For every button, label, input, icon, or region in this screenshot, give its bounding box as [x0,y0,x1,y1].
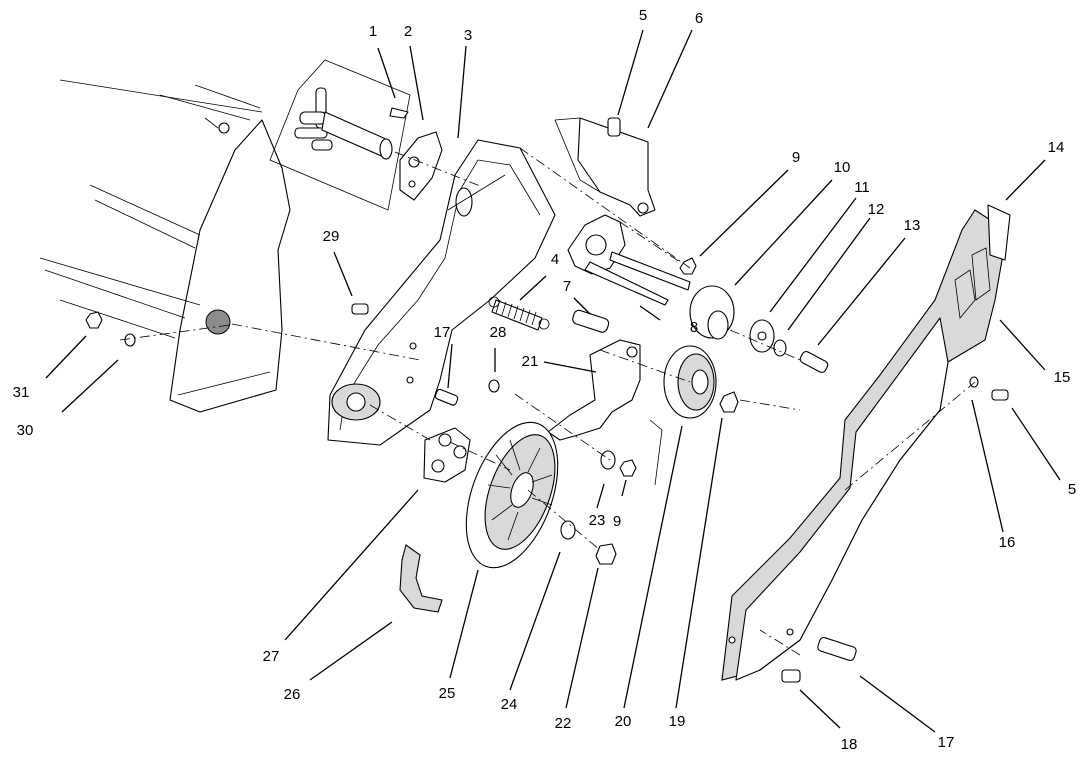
nut-part-31 [85,311,103,329]
callout-21: 21 [522,353,539,370]
callout-9-top: 9 [792,149,800,166]
callout-25: 25 [439,685,456,702]
callout-5-top: 5 [639,7,647,24]
callout-10: 10 [834,159,851,176]
callout-30: 30 [17,422,34,439]
callout-24: 24 [501,696,518,713]
callout-26: 26 [284,686,301,703]
belt-part-26 [399,544,443,613]
bolt-part-5-right [991,389,1009,401]
callout-27: 27 [263,648,280,665]
callout-19: 19 [669,713,686,730]
callout-12: 12 [868,201,885,218]
callout-17-lower: 17 [938,734,955,751]
nut-part-9-top [679,257,697,275]
washer-part-23 [600,450,616,470]
hardware-stack [85,257,829,565]
callout-8: 8 [690,319,698,336]
callout-14: 14 [1048,139,1065,156]
assembly-centerlines [119,147,976,656]
callout-20: 20 [615,713,632,730]
axle-assembly [269,59,443,211]
nut-part-19 [719,391,739,413]
callout-11: 11 [854,179,870,196]
bolt-part-17-lower [817,636,857,662]
idler-bracket-part-21 [547,339,663,486]
nut-part-22 [595,543,617,565]
spring-part-4 [488,296,550,331]
top-bracket-part-6 [554,117,656,217]
auger-housing [39,79,291,413]
callout-4: 4 [551,251,559,268]
callout-29: 29 [323,228,340,245]
callout-6: 6 [695,10,703,27]
callout-17-upper: 17 [434,324,451,341]
washer-part-12 [773,339,787,357]
callout-labels: 1 2 3 4 5 5 6 7 8 9 9 10 11 12 13 14 15 … [13,7,1077,753]
idler-arm-part-8 [567,214,691,333]
callout-22: 22 [555,715,572,732]
bolt-part-18 [781,669,801,683]
callout-5-right: 5 [1068,481,1076,498]
nut-part-9-lower [619,459,637,477]
washer-part-24 [560,520,576,540]
callout-18: 18 [841,736,858,753]
bracket-part-2 [399,131,443,201]
leader-lines [45,29,1061,733]
callout-15: 15 [1054,369,1071,386]
callout-9-lower: 9 [613,513,621,530]
bolt-part-17-upper [434,388,459,406]
callout-28: 28 [490,324,507,341]
callout-23: 23 [589,512,606,529]
link-block-part-27 [423,427,471,483]
side-plate-part-3 [327,139,556,446]
large-pulley-part-25 [465,421,559,569]
bolt-part-13 [799,350,829,374]
cover-part-14 [721,204,1011,683]
callout-2: 2 [404,23,412,40]
callout-31: 31 [13,384,30,401]
washer-part-28 [488,379,500,393]
callout-3: 3 [464,27,472,44]
callout-13: 13 [904,217,921,234]
washer-part-30 [124,333,136,347]
bolt-part-29 [351,303,369,315]
key-part-1 [389,107,409,119]
callout-16: 16 [999,534,1016,551]
callout-7: 7 [563,278,571,295]
callout-1: 1 [369,23,377,40]
